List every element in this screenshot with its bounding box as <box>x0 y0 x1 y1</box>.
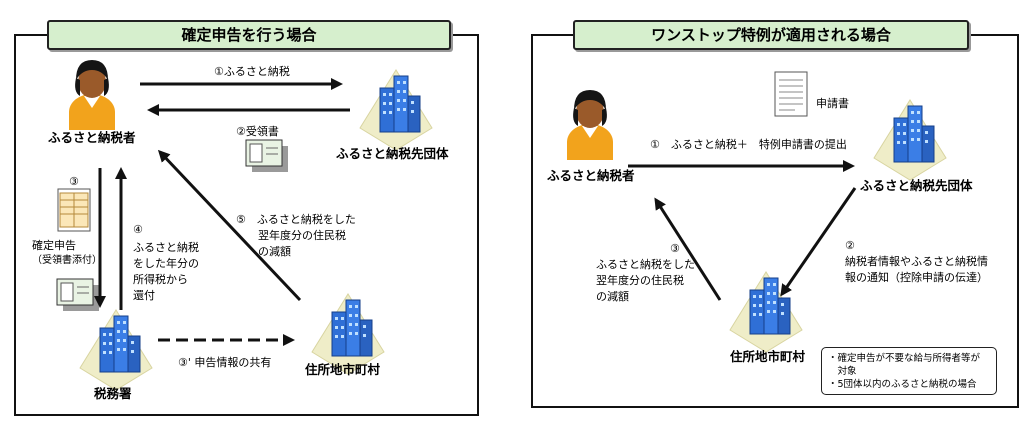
right-notes-box: ・確定申告が不要な給与所得者等が 対象 ・5団体以内のふるさと納税の場合 <box>821 347 997 395</box>
left-step3-line-2: （受領書添付） <box>32 255 102 266</box>
right-municipality-label: 住所地市町村 <box>730 349 806 364</box>
left-receipt-icon <box>245 139 289 173</box>
right-recipient-building-icon <box>873 99 947 181</box>
right-step1-label: ① ふるさと納税＋ 特例申請書の提出 <box>650 138 847 151</box>
right-municipality-building-icon <box>729 271 803 353</box>
left-step4-line-3: 所得税から <box>133 273 188 286</box>
left-tax-office-label: 税務署 <box>94 386 132 401</box>
left-municipality-label: 住所地市町村 <box>305 362 381 377</box>
right-taxpayer-label: ふるさと納税者 <box>547 168 635 183</box>
right-step3-number: ③ <box>670 242 680 255</box>
note-line-1: ・確定申告が不要な給与所得者等が <box>828 353 981 364</box>
left-recipient-building-icon <box>359 69 433 151</box>
left-tax-return-receipt-icon <box>56 278 100 312</box>
left-step4-number: ④ <box>133 223 143 236</box>
note-line-3: ・5団体以内のふるさと納税の場合 <box>828 379 977 390</box>
left-step3-line-1: 確定申告 <box>32 239 76 252</box>
left-step2-label: ②受領書 <box>236 125 279 138</box>
right-application-form-icon <box>774 71 808 117</box>
right-application-label: 申請書 <box>816 97 849 110</box>
note-line-2: 対象 <box>828 366 857 377</box>
right-step2-line-1: 納税者情報やふるさと納税情 <box>845 255 988 268</box>
left-step5-line-3: の減額 <box>236 245 291 258</box>
right-step2-line-2: 報の通知（控除申請の伝達） <box>845 271 988 284</box>
right-taxpayer-person-icon <box>567 90 613 160</box>
left-step3-number: ③ <box>69 175 79 188</box>
left-step4-line-4: 還付 <box>133 289 155 302</box>
left-tax-office-building-icon <box>79 309 153 391</box>
left-step3-prime-label: ③' 申告情報の共有 <box>178 356 272 369</box>
right-step2-number: ② <box>845 239 855 252</box>
left-panel-title: 確定申告を行う場合 <box>47 20 451 50</box>
left-arrow-5 <box>157 149 302 302</box>
left-step4-line-2: をした年分の <box>133 257 199 270</box>
left-step4-line-1: ふるさと納税 <box>133 241 199 254</box>
right-panel-title: ワンストップ特例が適用される場合 <box>573 20 969 50</box>
left-tax-return-form-icon <box>57 188 91 232</box>
left-taxpayer-person-icon <box>69 60 115 130</box>
left-step1-label: ①ふるさと納税 <box>214 65 290 78</box>
left-step5-line-2: 翌年度分の住民税 <box>236 229 346 242</box>
right-step3-line-2: 翌年度分の住民税 <box>596 274 684 287</box>
left-recipient-label: ふるさと納税先団体 <box>336 146 449 161</box>
left-taxpayer-label: ふるさと納税者 <box>48 130 136 145</box>
right-recipient-label: ふるさと納税先団体 <box>860 178 973 193</box>
right-arrow-2 <box>780 187 857 297</box>
right-arrow-3 <box>654 197 722 301</box>
left-step5-line-1: ⑤ ふるさと納税をした <box>236 213 356 226</box>
right-step3-line-3: の減額 <box>596 290 629 303</box>
right-step3-line-1: ふるさと納税をした <box>596 258 695 271</box>
